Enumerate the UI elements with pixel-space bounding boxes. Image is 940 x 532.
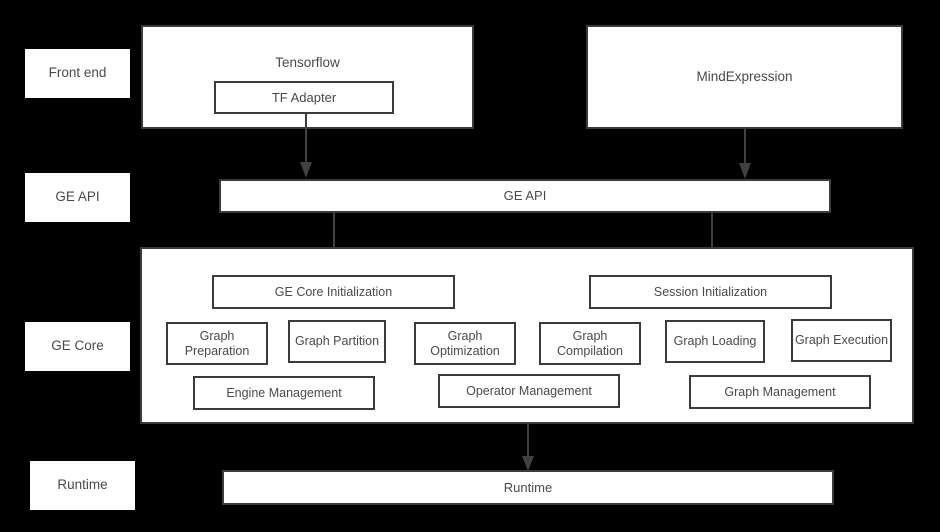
row-label-ge-core-text: GE Core: [51, 338, 104, 354]
row-label-ge-core: GE Core: [25, 322, 130, 371]
row-label-runtime: Runtime: [30, 461, 135, 510]
tf-adapter-label: TF Adapter: [271, 89, 337, 105]
arrow-ge-core-to-runtime: [519, 424, 537, 472]
mindexpression-panel[interactable]: MindExpression: [586, 25, 903, 129]
graph-management-box[interactable]: Graph Management: [689, 375, 871, 409]
session-initialization-label: Session Initialization: [653, 284, 768, 299]
runtime-bar-label: Runtime: [503, 479, 553, 495]
ge-core-initialization-label: GE Core Initialization: [274, 284, 393, 299]
row-label-ge-api-text: GE API: [55, 189, 100, 205]
operator-management-label: Operator Management: [466, 383, 592, 398]
graph-optimization-box[interactable]: Graph Optimization: [414, 322, 516, 365]
runtime-bar[interactable]: Runtime: [222, 470, 834, 505]
row-label-ge-api: GE API: [25, 173, 130, 222]
row-label-front-end-text: Front end: [48, 65, 107, 81]
ge-api-bar[interactable]: GE API: [219, 179, 831, 213]
graph-execution-label: Graph Execution: [794, 333, 889, 347]
ge-core-initialization-box[interactable]: GE Core Initialization: [212, 275, 455, 309]
graph-loading-label: Graph Loading: [673, 334, 757, 348]
session-initialization-box[interactable]: Session Initialization: [589, 275, 832, 309]
graph-loading-box[interactable]: Graph Loading: [665, 320, 765, 363]
graph-partition-box[interactable]: Graph Partition: [288, 320, 386, 363]
graph-execution-box[interactable]: Graph Execution: [791, 319, 892, 362]
graph-compilation-box[interactable]: Graph Compilation: [539, 322, 641, 365]
arrow-mindexpression-to-ge-api: [736, 129, 754, 180]
arrow-tf-adapter-to-ge-api: [297, 114, 315, 180]
tf-adapter-box[interactable]: TF Adapter: [214, 81, 394, 114]
graph-preparation-label: Graph Preparation: [184, 328, 250, 358]
tensorflow-label: Tensorflow: [275, 55, 340, 70]
operator-management-box[interactable]: Operator Management: [438, 374, 620, 408]
ge-api-bar-label: GE API: [503, 188, 547, 204]
graph-partition-label: Graph Partition: [294, 334, 380, 348]
graph-compilation-label: Graph Compilation: [556, 328, 623, 358]
engine-management-box[interactable]: Engine Management: [193, 376, 375, 410]
graph-optimization-label: Graph Optimization: [430, 328, 500, 358]
engine-management-label: Engine Management: [226, 385, 342, 400]
row-label-runtime-text: Runtime: [57, 477, 108, 493]
mindexpression-label: MindExpression: [696, 68, 793, 84]
graph-management-label: Graph Management: [724, 384, 836, 399]
row-label-front-end: Front end: [25, 49, 130, 98]
graph-preparation-box[interactable]: Graph Preparation: [166, 322, 268, 365]
